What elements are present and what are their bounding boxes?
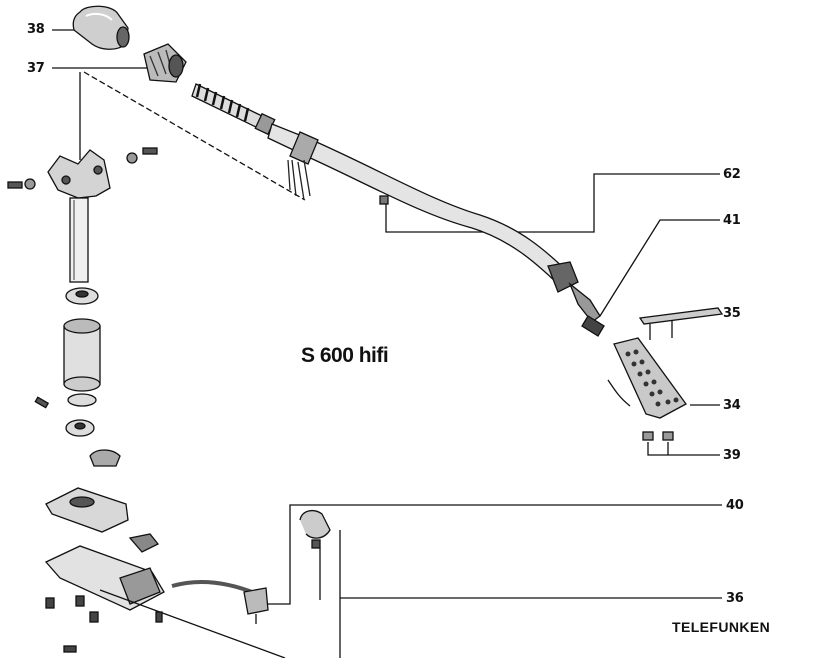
callout-40: 40 bbox=[726, 498, 744, 513]
tone-arm-tip-coil bbox=[191, 83, 276, 136]
part-34-headshell bbox=[607, 337, 687, 419]
part-39-screws bbox=[642, 431, 674, 441]
pivot-sleeve-stack bbox=[63, 287, 101, 437]
callout-39: 39 bbox=[723, 448, 741, 463]
callout-37: 37 bbox=[27, 61, 45, 76]
callout-35: 35 bbox=[723, 306, 741, 321]
bracket-screws bbox=[7, 147, 158, 409]
leader-lines bbox=[52, 29, 722, 658]
part-35-lever-bar bbox=[638, 307, 724, 340]
part-37-knurled-nut bbox=[143, 43, 187, 83]
callout-62: 62 bbox=[723, 167, 741, 182]
pivot-bracket bbox=[47, 149, 111, 283]
callout-36: 36 bbox=[726, 591, 744, 606]
callout-41: 41 bbox=[723, 213, 741, 228]
callout-38: 38 bbox=[27, 22, 45, 37]
model-title: S 600 hifi bbox=[301, 344, 389, 367]
base-plates bbox=[44, 449, 286, 659]
part-38-chuck-cap bbox=[72, 5, 130, 50]
brand-name: TELEFUNKEN bbox=[672, 619, 771, 635]
part-40-clip bbox=[299, 509, 331, 549]
callout-34: 34 bbox=[723, 398, 741, 413]
tone-arm-tube bbox=[267, 123, 605, 337]
